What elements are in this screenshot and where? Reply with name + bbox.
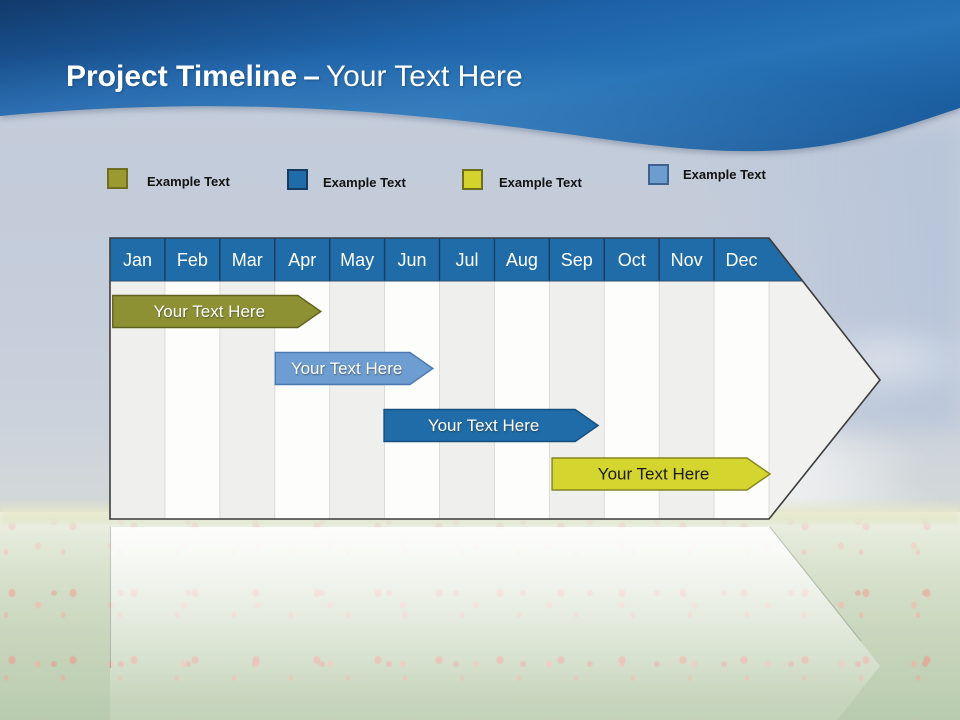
month-label: Oct xyxy=(618,250,646,270)
month-label: Aug xyxy=(506,250,538,270)
timeline-bar-label: Your Text Here xyxy=(598,465,710,484)
month-label: Jul xyxy=(455,250,478,270)
timeline-bar xyxy=(274,351,435,386)
month-label: Sep xyxy=(561,250,593,270)
month-label: Apr xyxy=(288,250,316,270)
legend-label: Example Text xyxy=(683,167,766,182)
month-label: Feb xyxy=(177,250,208,270)
month-column xyxy=(439,281,495,519)
timeline-bar-label: Your Text Here xyxy=(154,302,266,321)
header-wave xyxy=(0,0,960,152)
month-column xyxy=(494,281,550,519)
month-header-band xyxy=(110,238,803,281)
slide-title-bold: Project Timeline xyxy=(66,60,298,93)
legend-swatch-lightblue xyxy=(648,164,669,185)
month-labels: Jan Feb Mar Apr May Jun Jul Aug Sep Oct Nov Dec xyxy=(123,250,758,270)
timeline-arrow-table: Jan Feb Mar Apr May Jun Jul Aug Sep Oct Nov Dec You… xyxy=(109,237,882,520)
slide-title-separator: – xyxy=(303,60,320,93)
legend-swatch-blue xyxy=(287,169,308,190)
timeline-bar xyxy=(112,294,323,329)
legend-label: Example Text xyxy=(147,174,230,189)
month-label: Nov xyxy=(671,250,703,270)
timeline-bar xyxy=(551,457,772,491)
timeline-bar xyxy=(383,408,600,443)
month-label: Dec xyxy=(726,250,758,270)
legend-label: Example Text xyxy=(323,175,406,190)
month-column xyxy=(384,281,440,519)
month-label: Jan xyxy=(123,250,152,270)
header-gridlines xyxy=(164,238,715,281)
slide-title: Project Timeline–Your Text Here xyxy=(66,60,523,94)
arrow-outline xyxy=(109,237,882,520)
month-label: Mar xyxy=(232,250,263,270)
timeline-bar-label: Your Text Here xyxy=(428,416,540,435)
legend-label: Example Text xyxy=(499,175,582,190)
slide-title-light: Your Text Here xyxy=(325,60,523,93)
timeline-reflection xyxy=(110,526,880,720)
timeline-bar-label: Your Text Here xyxy=(291,359,403,378)
legend-swatch-olive xyxy=(107,168,128,189)
month-column xyxy=(329,281,385,519)
month-label: May xyxy=(340,250,374,270)
legend-swatch-yellow xyxy=(462,169,483,190)
month-label: Jun xyxy=(398,250,427,270)
